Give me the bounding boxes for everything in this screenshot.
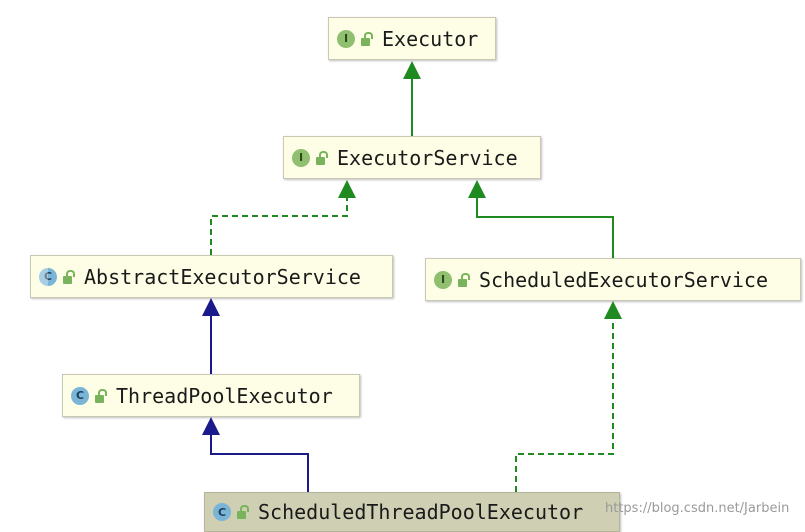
class-icon: C: [213, 503, 231, 521]
public-lock-icon: [316, 150, 328, 165]
abstract-class-icon: C: [39, 267, 57, 286]
arrowhead-executor: [403, 61, 421, 79]
public-lock-icon: [95, 388, 107, 403]
node-scheduled-thread-pool-executor[interactable]: C ScheduledThreadPoolExecutor: [204, 492, 620, 532]
class-icon: C: [71, 386, 89, 405]
node-label: ScheduledExecutorService: [479, 267, 768, 292]
arrowhead-executorservice-right: [468, 180, 486, 198]
node-scheduled-executor-service[interactable]: I ScheduledExecutorService: [425, 258, 801, 301]
public-lock-icon: [458, 272, 470, 287]
node-thread-pool-executor[interactable]: C ThreadPoolExecutor: [62, 374, 360, 417]
edge-scheduledthreadpoolexecutor-scheduledexecutorservice: [515, 318, 614, 492]
node-label: Executor: [382, 26, 479, 51]
node-abstract-executor-service[interactable]: C AbstractExecutorService: [30, 255, 393, 298]
edge-abstractexecutorservice-executorservice: [210, 197, 348, 255]
arrowhead-abstractexecutorservice: [202, 298, 220, 316]
public-lock-icon: [361, 31, 373, 46]
arrowhead-threadpoolexecutor: [202, 417, 220, 435]
public-lock-icon: [237, 505, 249, 519]
node-label: ScheduledThreadPoolExecutor: [258, 500, 584, 524]
node-label: ExecutorService: [337, 145, 518, 170]
node-executor-service[interactable]: I ExecutorService: [283, 136, 541, 179]
node-label: AbstractExecutorService: [84, 264, 361, 289]
node-label: ThreadPoolExecutor: [116, 383, 333, 408]
node-executor[interactable]: I Executor: [328, 17, 496, 60]
public-lock-icon: [63, 269, 75, 284]
arrowhead-scheduledexecutorservice: [604, 301, 622, 319]
watermark: https://blog.csdn.net/Jarbein: [605, 501, 790, 516]
arrowhead-executorservice-left: [338, 180, 356, 198]
interface-icon: I: [337, 29, 355, 48]
interface-icon: I: [434, 270, 452, 289]
edge-scheduledthreadpoolexecutor-threadpoolexecutor: [210, 434, 309, 492]
edge-scheduledexecutorservice-executorservice: [476, 197, 614, 258]
interface-icon: I: [292, 148, 310, 167]
